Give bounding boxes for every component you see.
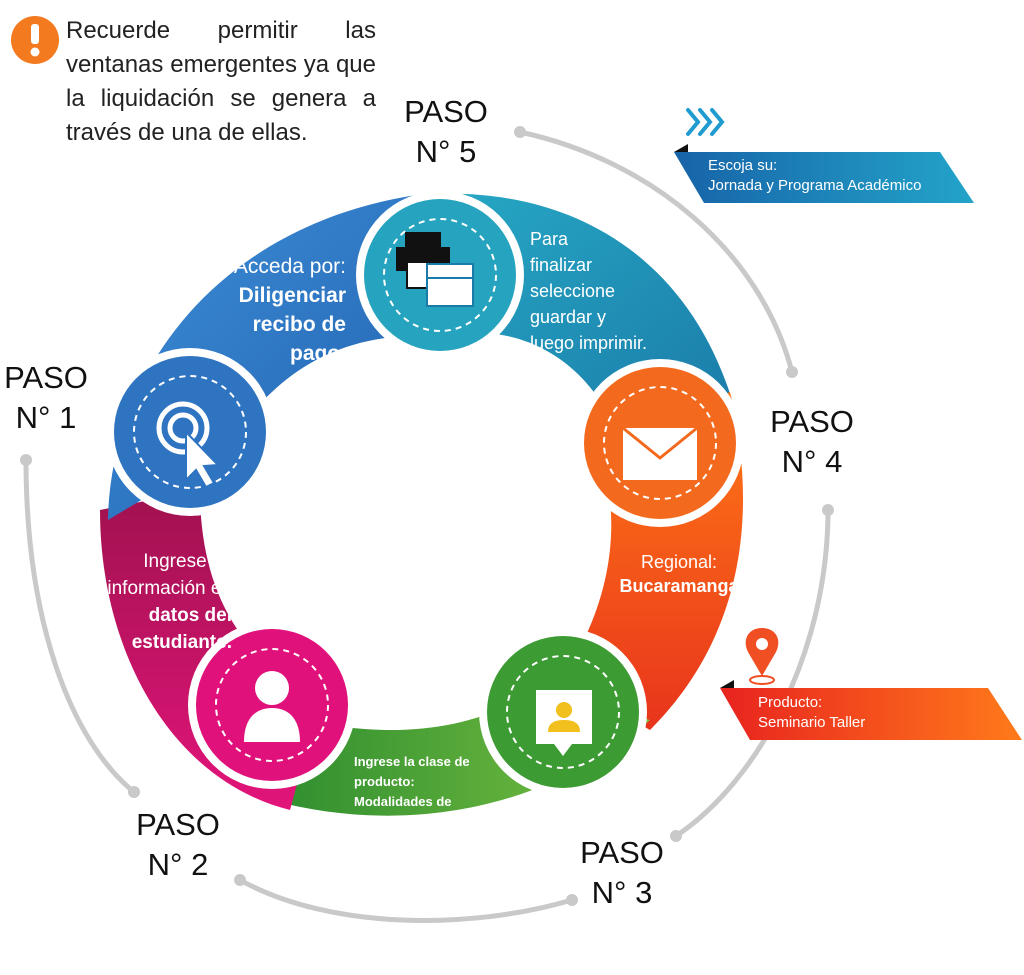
guide-dots [20,126,834,906]
guide-arc-2-3 [237,877,575,923]
guide-arc-1-2 [23,457,137,795]
chevrons-right-icon [686,108,725,136]
user-card-icon [536,690,592,756]
step-2-number: N° 2 [147,847,209,882]
step-3-number: N° 3 [591,875,653,910]
banner-bottom-line-2: Seminario Taller [758,714,866,731]
banner-top-line-2: Jornada y Programa Académico [708,177,922,194]
step-4-description: Regional: Bucaramanga [612,550,746,598]
printer-icon [396,232,474,307]
step-5-line-5: luego imprimir. [530,333,648,353]
step-1-description: Acceda por: Diligenciar recibo de pago. [196,252,346,368]
step-5-line-3: seleccione [530,281,616,301]
step-5-number: N° 5 [415,134,477,169]
step-5-description: Para finalizar seleccione guardar y lueg… [530,226,670,356]
step-2-intro: Ingrese su información en [107,551,232,599]
banner-top-text: Escoja su: Jornada y Programa Académico [708,156,968,196]
step-4-action: Bucaramanga [619,576,739,596]
step-3-paso: PASO [580,835,664,870]
step-5-line-1: Para [530,229,569,249]
step-1-number: N° 1 [15,400,77,435]
banner-bottom-text: Producto: Seminario Taller [758,693,998,733]
step-2-action: datos del estudiante. [131,605,232,653]
step-2-description: Ingrese su información en datos del estu… [104,548,232,656]
step-3-label: PASO N° 3 [552,833,692,913]
step-3-line-1: Ingrese la clase de producto: [354,754,470,789]
step-5-label: PASO N° 5 [376,92,516,172]
step-1-circle [106,348,274,516]
step-5-line-4: guardar y [530,307,607,327]
banner-top [674,144,974,203]
notice-text: Recuerde permitir las ventanas emergente… [66,17,376,146]
exclamation-icon [11,16,59,64]
step-1-label: PASO N° 1 [0,358,116,438]
step-4-intro: Regional: [640,552,718,572]
banner-bottom [720,680,1022,740]
banner-top-line-1: Escoja su: [708,157,778,174]
banner-bottom-line-1: Producto: [758,694,823,711]
step-5-paso: PASO [404,94,488,129]
step-1-paso: PASO [4,360,88,395]
step-2-paso: PASO [136,807,220,842]
step-1-action: Diligenciar recibo de pago. [238,284,346,365]
envelope-icon [622,426,698,480]
step-3-line-2: Modalidades de trabajo de grado [354,794,456,829]
step-2-label: PASO N° 2 [108,805,248,885]
step-4-number: N° 4 [781,444,843,479]
cursor-click-icon [156,401,221,489]
guide-arc-4-5 [517,129,795,375]
step-3-description: Ingrese la clase de producto: Modalidade… [354,752,489,832]
user-icon [244,671,300,742]
step-4-paso: PASO [770,404,854,439]
step-1-intro: Acceda por: [233,255,346,278]
step-4-label: PASO N° 4 [742,402,882,482]
map-pin-icon [745,628,779,685]
step-5-line-2: finalizar [530,255,593,275]
